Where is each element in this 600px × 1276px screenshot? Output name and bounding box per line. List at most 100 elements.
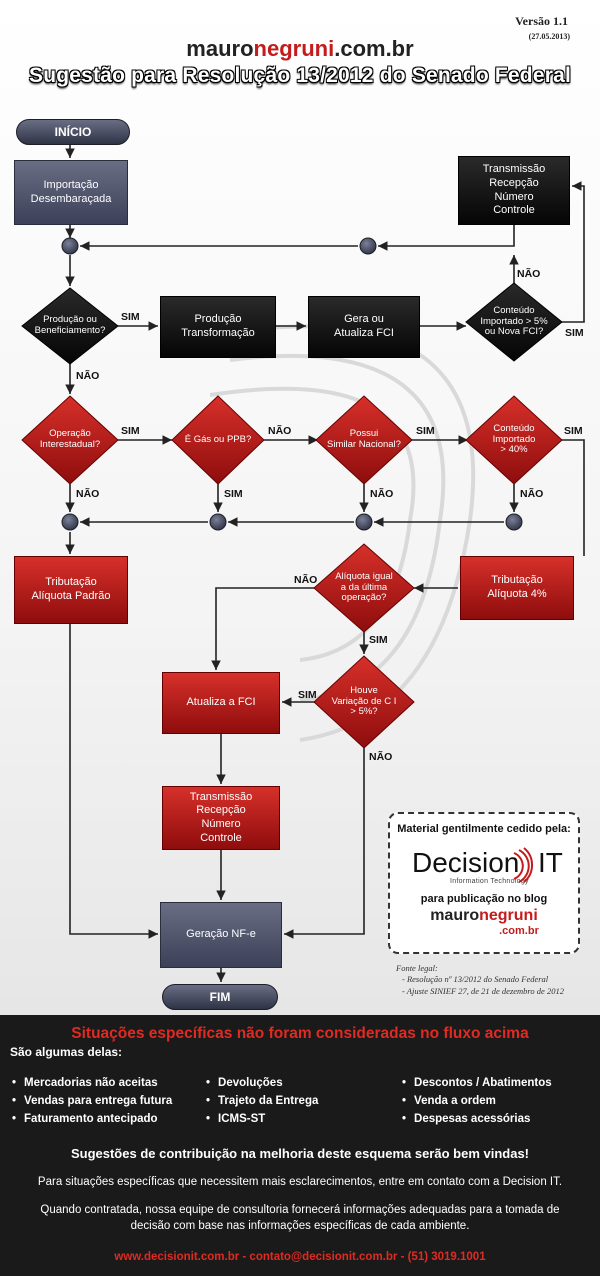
geracao-label: Geração NF-e bbox=[186, 928, 256, 941]
line: Alíquota igual bbox=[335, 570, 393, 582]
fonte-item: - Resolução nº 13/2012 do Senado Federal bbox=[402, 974, 549, 985]
line: Operação bbox=[49, 428, 91, 440]
footer-section bbox=[0, 1015, 600, 1276]
label-sim: SIM bbox=[416, 425, 435, 437]
line: Controle bbox=[200, 831, 242, 844]
label-sim: SIM bbox=[224, 488, 243, 500]
junction-dot bbox=[209, 513, 227, 531]
producao-question: Produção ou Beneficiamento? bbox=[22, 300, 118, 352]
line: Beneficiamento? bbox=[34, 325, 106, 336]
brand-part-2: negruni bbox=[253, 36, 335, 61]
blog-brand-2: negruni bbox=[479, 907, 538, 924]
junction-dot bbox=[61, 513, 79, 531]
brand-part-3: .com.br bbox=[334, 36, 414, 61]
label-sim: SIM bbox=[121, 311, 140, 323]
situations-heading: Situações específicas não foram consider… bbox=[71, 1025, 529, 1042]
conteudo-5-question: Conteúdo Importado > 5% ou Nova FCI? bbox=[466, 296, 562, 348]
situation-item: Vendas para entrega futura bbox=[12, 1095, 172, 1107]
junction-dot bbox=[355, 513, 373, 531]
blog-domain: .com.br bbox=[499, 925, 539, 937]
gera-fci-node: Gera ou Atualiza FCI bbox=[308, 296, 420, 358]
line: Gera ou bbox=[344, 313, 384, 326]
logo-subtitle: Information Technology bbox=[450, 878, 529, 885]
line: Variação de C I bbox=[331, 695, 397, 707]
line: Conteúdo bbox=[493, 304, 535, 316]
situation-item: ICMS-ST bbox=[206, 1113, 265, 1125]
aliquota-igual-question: Alíquota igual a da última operação? bbox=[314, 562, 414, 614]
flow-connectors bbox=[21, 143, 585, 982]
label-nao: NÃO bbox=[76, 370, 100, 382]
page-title: Sugestão para Resolução 13/2012 do Senad… bbox=[29, 64, 571, 87]
junction-dot bbox=[359, 237, 377, 255]
brand-header: mauronegruni.com.br bbox=[0, 36, 600, 62]
label-nao: NÃO bbox=[370, 488, 394, 500]
line: Número bbox=[201, 818, 241, 830]
logo-decision: Decision bbox=[412, 847, 520, 878]
line: Atualiza FCI bbox=[334, 327, 394, 339]
diamond-gas bbox=[171, 395, 265, 485]
line: Tributação bbox=[491, 574, 543, 587]
line: Importado bbox=[492, 433, 536, 445]
version-label: Versão 1.1 bbox=[515, 14, 568, 28]
diamond-conteudo-5 bbox=[465, 282, 563, 362]
consulting-paragraph-1: Quando contratada, nossa equipe de consu… bbox=[40, 1204, 560, 1216]
diamond-producao bbox=[21, 287, 119, 365]
situations-subheading: São algumas delas: bbox=[10, 1045, 123, 1059]
blog-brand: mauronegruni bbox=[390, 907, 578, 925]
label-nao: NÃO bbox=[268, 425, 292, 437]
contact-paragraph: Para situações específicas que necessite… bbox=[37, 1176, 563, 1188]
material-heading: Material gentilmente cedido pela: bbox=[397, 823, 571, 835]
houve-variacao-question: Houve Variação de C I > 5%? bbox=[314, 676, 414, 728]
diamond-aliquota-igual bbox=[313, 543, 415, 633]
logo-it: IT bbox=[538, 847, 563, 878]
junction-dot bbox=[61, 237, 79, 255]
label-nao: NÃO bbox=[76, 488, 100, 500]
conteudo-40-question: Conteúdo Importado > 40% bbox=[466, 414, 562, 466]
line: Tributação bbox=[45, 576, 97, 589]
brand-part-1: mauro bbox=[186, 36, 254, 61]
label-nao: NÃO bbox=[294, 574, 318, 586]
contact-line[interactable]: www.decisionit.com.br - contato@decision… bbox=[114, 1251, 486, 1263]
situation-item: Despesas acessórias bbox=[402, 1113, 530, 1125]
line: Transformação bbox=[181, 327, 255, 339]
diamond-houve-variacao bbox=[313, 655, 415, 749]
label-sim: SIM bbox=[121, 425, 140, 437]
label-sim: SIM bbox=[565, 327, 584, 339]
line: Similar Nacional? bbox=[327, 439, 401, 450]
transmissao-top-node: Transmissão Recepção Número Controle bbox=[458, 156, 570, 225]
line: Transmissão bbox=[189, 790, 253, 803]
diamond-similar bbox=[315, 395, 413, 485]
line: a da última bbox=[340, 581, 388, 593]
decision-it-logo: Decision IT Information Technology bbox=[390, 847, 578, 885]
importacao-node: Importação Desembaraçada bbox=[14, 160, 128, 225]
situation-item: Trajeto da Entrega bbox=[206, 1095, 318, 1107]
situation-item: Mercadorias não aceitas bbox=[12, 1077, 158, 1089]
consulting-paragraph-2: decisão com base nas informações específ… bbox=[130, 1220, 470, 1232]
label-sim: SIM bbox=[298, 689, 317, 701]
line: Número bbox=[494, 190, 534, 203]
line: > 40% bbox=[500, 444, 528, 456]
fim-terminal: FIM bbox=[162, 984, 278, 1010]
line: Produção ou bbox=[43, 314, 97, 326]
blog-brand-1: mauro bbox=[430, 907, 480, 924]
line: Interestadual? bbox=[39, 439, 101, 450]
producao-transformacao-node: Produção Transformação bbox=[160, 296, 276, 358]
line: operação? bbox=[341, 592, 387, 604]
label-sim: SIM bbox=[369, 634, 388, 646]
diamond-conteudo-40 bbox=[465, 395, 563, 485]
line: Controle bbox=[493, 204, 535, 217]
importacao-label: Importação Desembaraçada bbox=[30, 178, 112, 205]
logo-arcs-icon bbox=[513, 847, 534, 883]
blog-text: para publicação no blog bbox=[420, 893, 548, 905]
situation-item: Descontos / Abatimentos bbox=[402, 1077, 552, 1089]
line: Produção bbox=[194, 313, 242, 326]
atualiza-fci-node: Atualiza a FCI bbox=[162, 672, 280, 734]
similar-question: Possui Similar Nacional? bbox=[316, 414, 412, 466]
inicio-terminal: INÍCIO bbox=[16, 119, 130, 145]
situation-item: Venda a ordem bbox=[402, 1095, 496, 1107]
line: Alíquota 4% bbox=[487, 588, 547, 600]
suggestion-text: Sugestões de contribuição na melhoria de… bbox=[70, 1146, 530, 1161]
line: Possui bbox=[349, 428, 379, 440]
label-nao: NÃO bbox=[520, 488, 544, 500]
line: > 5%? bbox=[350, 706, 378, 718]
